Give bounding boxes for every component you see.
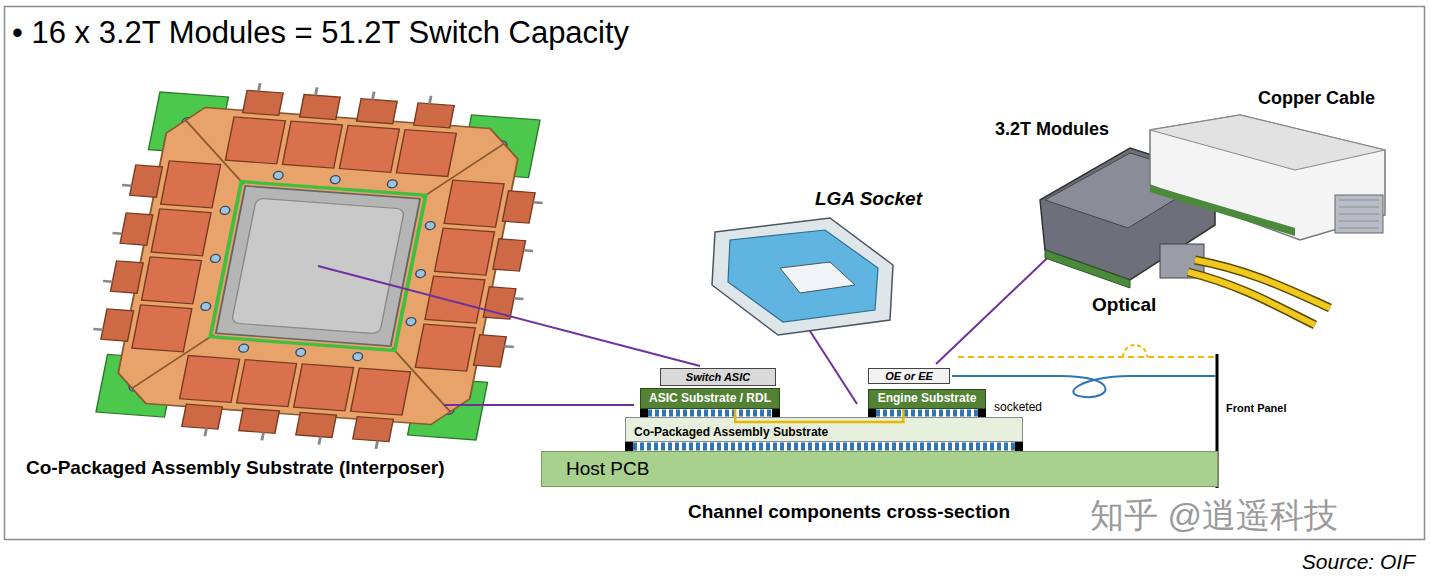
engine-box: OE or EE [868,368,950,384]
substrate-layer: Engine Substrate [868,389,986,409]
part-label: Co-Packaged Assembly Substrate (Interpos… [26,458,444,479]
node-text: ASIC Substrate / RDL [649,392,771,406]
source-note: Source: OIF [1302,550,1415,573]
assembly-substrate: Co-Packaged Assembly Substrate [625,417,1023,442]
part-label: Front Panel [1226,402,1287,414]
title: • 16 x 3.2T Modules = 51.2T Switch Capac… [12,15,629,51]
substrate-layer: ASIC Substrate / RDL [640,388,780,409]
node-text: Engine Substrate [878,392,977,406]
section-caption: Channel components cross-section [688,502,1010,523]
node-text: Switch ASIC [686,371,750,384]
chip-box: Switch ASIC [660,368,776,386]
node-text: Co-Packaged Assembly Substrate [634,426,828,440]
part-label: Copper Cable [1258,89,1375,109]
note-label: socketed [994,401,1042,414]
pcb-band: Host PCB [541,451,1218,487]
watermark: 知乎 @逍遥科技 [1090,497,1338,534]
part-label: Optical [1092,295,1156,316]
node-text: OE or EE [885,370,933,383]
part-label: 3.2T Modules [995,120,1109,140]
part-label: LGA Socket [815,189,922,210]
node-text: Host PCB [566,458,649,480]
